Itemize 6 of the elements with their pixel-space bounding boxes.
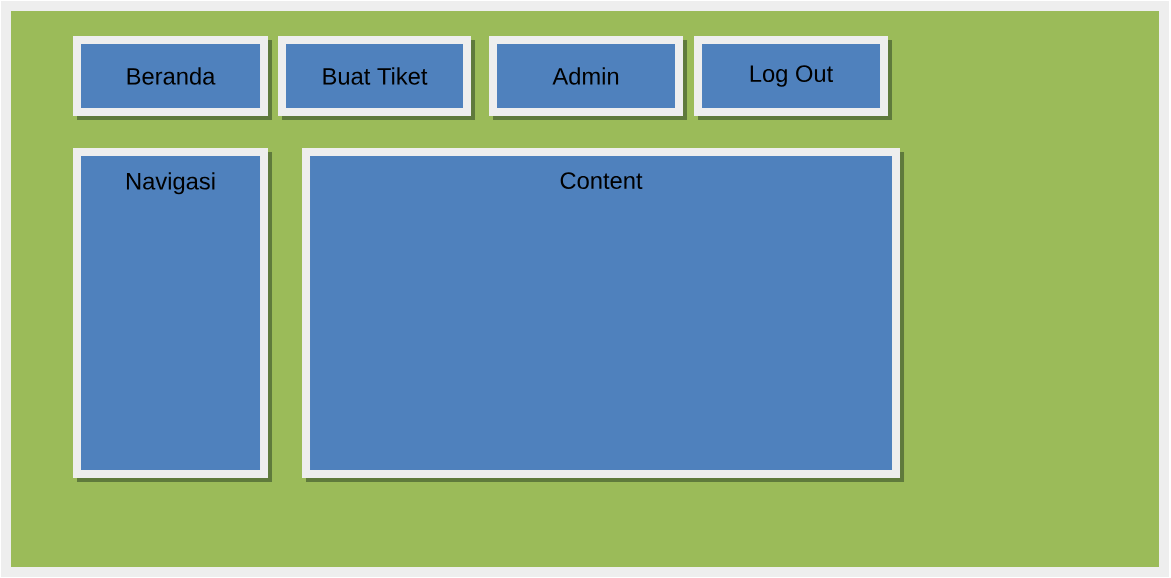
menu-button: Admin: [489, 36, 687, 120]
menu-button: Buat Tiket: [278, 36, 475, 120]
menu-button: Log Out: [694, 36, 892, 120]
menu-button: Beranda: [73, 36, 272, 120]
navigation-panel: Navigasi: [73, 148, 272, 482]
content-panel: Content: [302, 148, 904, 482]
